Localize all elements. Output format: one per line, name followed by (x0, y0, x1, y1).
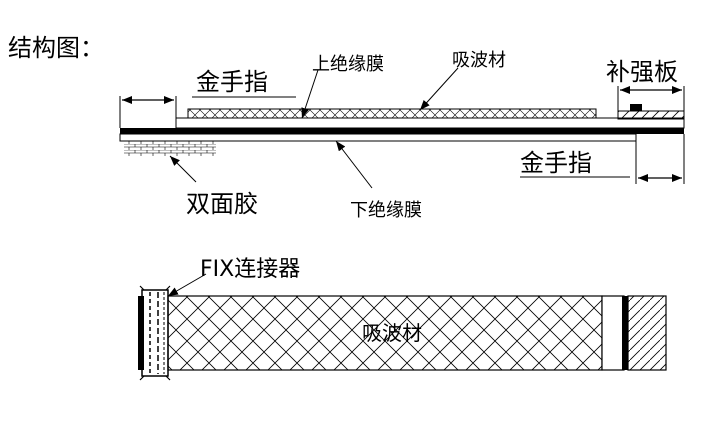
double-sided-tape-layer (124, 141, 216, 156)
cross-section: 金手指 上绝缘膜 吸波材 补强板 金手指 双面胶 下绝缘膜 (119, 50, 685, 221)
stiffener-block (630, 104, 642, 111)
label-absorber-top: 吸波材 (452, 50, 506, 71)
leader-absorber (419, 67, 459, 111)
plan-view: FIX连接器 吸波材 (138, 257, 667, 381)
label-gold-finger-top: 金手指 (196, 68, 268, 96)
label-stiffener: 补强板 (606, 58, 678, 86)
conductor-layer (120, 128, 684, 134)
leader-upper-insulation (301, 69, 319, 119)
leader-fix-connector (167, 273, 207, 297)
label-lower-insulation: 下绝缘膜 (350, 200, 422, 221)
label-fix-connector: FIX连接器 (200, 257, 300, 282)
leader-double-sided-tape (169, 155, 197, 183)
upper-insulation-layer (175, 117, 685, 129)
plan-gap-region (601, 295, 625, 371)
label-absorber-bottom: 吸波材 (362, 321, 422, 345)
fix-connector (138, 285, 171, 381)
plan-black-strip (622, 296, 628, 370)
stiffener-plate (617, 110, 685, 120)
absorber-body (167, 295, 603, 371)
label-upper-insulation: 上绝缘膜 (312, 54, 384, 75)
plan-stiffener (627, 295, 667, 371)
label-double-sided-tape: 双面胶 (186, 190, 258, 218)
lower-insulation-layer (119, 133, 637, 142)
label-gold-finger-bottom: 金手指 (520, 149, 592, 177)
leader-lower-insulation (335, 140, 373, 189)
diagram-title: 结构图： (8, 34, 104, 62)
absorber-layer (187, 108, 597, 119)
